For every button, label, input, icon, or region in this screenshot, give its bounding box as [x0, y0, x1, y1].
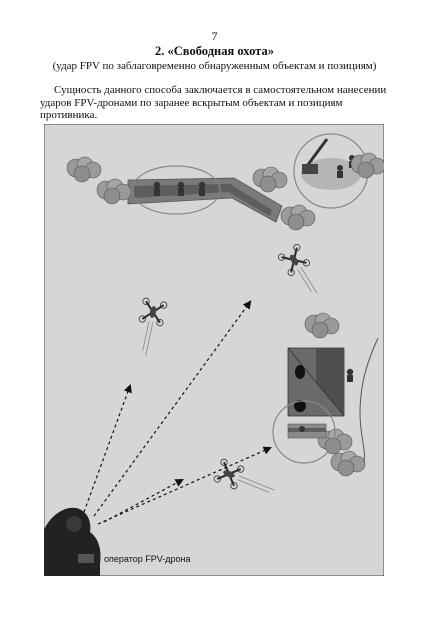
- body-paragraph: Сущность данного способа заключается в с…: [40, 84, 387, 121]
- fpv-drone-icon: [212, 457, 275, 493]
- artillery-position-icon: [301, 138, 361, 190]
- trench-icon: [127, 177, 283, 223]
- operator-label: оператор FPV-дрона: [104, 554, 190, 564]
- bunker-icon: [287, 423, 327, 439]
- operator-icon: [44, 507, 101, 576]
- bunker-target-circle: [272, 400, 336, 464]
- fpv-drone-icon: [276, 242, 318, 294]
- fpv-drone-icon: [137, 296, 169, 356]
- tactical-diagram: оператор FPV-дрона: [44, 124, 384, 576]
- soldier-icon: [153, 181, 206, 196]
- soldier-icon: [346, 368, 354, 382]
- section-subtitle: (удар FPV по заблаговременно обнаруженны…: [52, 60, 377, 72]
- trench-target-circle: [131, 165, 221, 215]
- road-line: [359, 337, 379, 463]
- flight-path-arrow-icon: [83, 300, 272, 525]
- section-title: 2. «Свободная охота»: [155, 44, 274, 58]
- building-icon: [287, 347, 345, 417]
- page-number: 7: [211, 29, 218, 43]
